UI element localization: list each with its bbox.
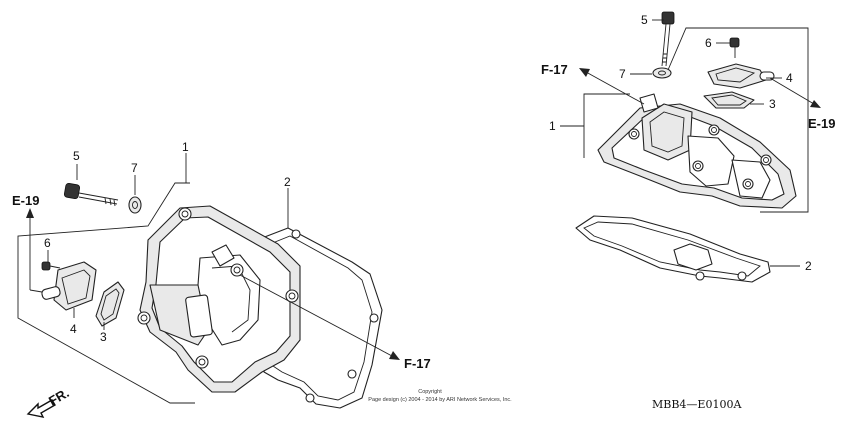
right-gasket-lug [695, 271, 705, 281]
right-gasket-lug [737, 271, 747, 281]
left-e19-arrow [26, 208, 43, 293]
front-direction-arrow: FR. [26, 385, 72, 418]
right-callout-7: 7 [619, 67, 626, 81]
right-assembly-bracket-top [667, 27, 809, 213]
left-callout-7: 7 [131, 161, 138, 175]
left-breather-seal [95, 281, 125, 327]
cover-bolt-boss [178, 207, 192, 221]
right-breather-plate [707, 63, 775, 89]
left-callout-2: 2 [284, 175, 291, 189]
left-callout-1: 1 [182, 140, 189, 154]
right-cover-bolt-boss [628, 128, 640, 140]
gasket-mount-lug [347, 369, 357, 379]
left-assembly-bracket [17, 182, 195, 404]
cover-breather-chamber [185, 294, 213, 338]
right-callout-1: 1 [549, 119, 556, 133]
copyright-line-2: Page design (c) 2004 - 2014 by ARI Netwo… [368, 397, 512, 403]
left-breather-plate [41, 261, 97, 311]
right-callout-5: 5 [641, 13, 648, 27]
cover-bolt-boss [137, 311, 151, 325]
left-callout-5: 5 [73, 149, 80, 163]
cover-breather-nipple [211, 244, 235, 267]
left-sealing-washer [128, 196, 142, 214]
left-cover-bolt [63, 182, 119, 207]
right-cover-bolt-boss [742, 178, 754, 190]
right-callout-2: 2 [805, 259, 812, 273]
left-callout-3: 3 [100, 330, 107, 344]
right-ref-f17: F-17 [541, 62, 568, 77]
right-cover-bolt [661, 11, 675, 67]
cover-bolt-boss [285, 289, 299, 303]
right-cover-bolt-boss [708, 124, 720, 136]
left-plate-bolt [41, 261, 61, 271]
cover-bolt-boss [230, 263, 244, 277]
left-valve-cover [137, 205, 301, 393]
left-f17-arrow [239, 274, 400, 360]
breather-pipe [41, 286, 61, 300]
right-breather-seal [703, 91, 755, 109]
copyright-line-1: Copyright [418, 389, 442, 395]
diagram-code: MBB4—E0100A [652, 398, 742, 411]
right-cover-bolt-boss [760, 154, 772, 166]
right-f17-arrow [579, 68, 645, 105]
left-callout-4: 4 [70, 322, 77, 336]
left-ref-e19: E-19 [12, 193, 39, 208]
right-sealing-washer [652, 67, 672, 79]
right-ref-e19: E-19 [808, 116, 835, 131]
right-callout-3: 3 [769, 97, 776, 111]
right-exploded-view: 1 2 3 4 5 6 7 F-17 E-19 [541, 11, 835, 283]
cover-bolt-boss [195, 355, 209, 369]
right-e19-arrow [769, 77, 821, 108]
right-plate-bolt [729, 37, 740, 58]
gasket-mount-lug [305, 393, 315, 403]
left-ref-f17: F-17 [404, 356, 431, 371]
right-callout-4: 4 [786, 71, 793, 85]
right-callout-6: 6 [705, 36, 712, 50]
left-callout-6: 6 [44, 236, 51, 250]
right-cover-bolt-boss [692, 160, 704, 172]
right-gasket [575, 215, 771, 283]
left-exploded-view: 1 2 3 4 5 6 7 E-19 F-17 [12, 140, 431, 409]
right-cover-breather-nipple [639, 93, 659, 113]
right-valve-cover [597, 93, 797, 209]
gasket-mount-lug [291, 229, 301, 239]
right-assembly-bracket-left [583, 93, 630, 158]
gasket-mount-lug [369, 313, 379, 323]
